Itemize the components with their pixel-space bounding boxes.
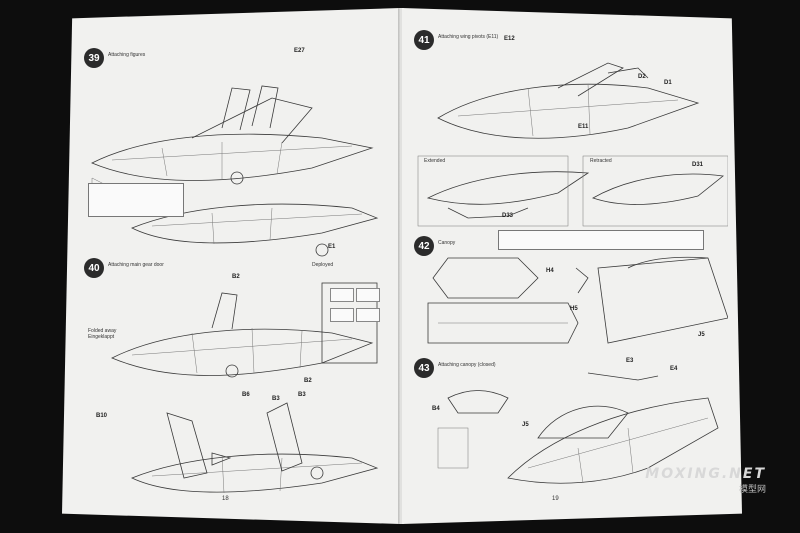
part-label-h4: H4 (546, 268, 554, 274)
step-40-inset-4 (356, 308, 380, 322)
part-label-d31: D31 (692, 162, 704, 168)
part-label-e11: E11 (578, 124, 589, 130)
part-label-d1: D1 (664, 80, 672, 86)
step-39-badge: 39 (84, 48, 104, 68)
panel-label-retracted: Retracted (590, 158, 612, 164)
step-40-badge: 40 (84, 258, 104, 278)
step-40-inset-1 (330, 288, 354, 302)
part-label-d2: D2 (638, 74, 646, 80)
step-40-deployed-label: Deployed (312, 262, 334, 268)
part-label-b6: B6 (242, 392, 250, 398)
part-label-b3: B3 (272, 396, 280, 402)
part-label-e3: E3 (626, 358, 634, 364)
part-label-b2-second: B2 (304, 378, 312, 384)
part-label-j5-second: J5 (522, 422, 529, 428)
right-page: 41 Attaching wing pivots (E11) Extended … (402, 8, 742, 524)
step-42-note-box (498, 230, 704, 250)
step-40-caption: Attaching main gear door (108, 262, 164, 268)
step-39-caption: Attaching figures (108, 52, 146, 58)
instruction-booklet: 39 Attaching figures E27 E1 40 Attaching… (62, 8, 742, 524)
part-label-j5: J5 (698, 332, 705, 338)
part-label-e4: E4 (670, 366, 678, 372)
step-40-inset-3 (330, 308, 354, 322)
part-label-e1: E1 (328, 244, 336, 250)
watermark-subtext: 模型网 (738, 485, 766, 495)
step-41-badge: 41 (414, 30, 434, 50)
part-label-b3-second: B3 (298, 392, 306, 398)
step-39-diagram (91, 85, 379, 257)
part-label-b10: B10 (96, 413, 108, 419)
left-page: 39 Attaching figures E27 E1 40 Attaching… (62, 8, 400, 524)
step-43-diagram (437, 372, 719, 484)
step-42-diagram (427, 256, 728, 344)
part-label-b2: B2 (232, 274, 240, 280)
watermark-text: MOXING.NET (645, 466, 766, 482)
page-number-right: 19 (552, 496, 559, 502)
step-40-folded-label-de: Eingeklappt (88, 334, 115, 340)
step-39-note-box (88, 183, 184, 217)
booklet-spine (398, 8, 404, 524)
step-42-badge: 42 (414, 236, 434, 256)
part-label-h5: H5 (570, 306, 578, 312)
part-label-b4: B4 (432, 406, 440, 412)
page-number-left: 18 (222, 496, 229, 502)
part-label-e12: E12 (504, 36, 515, 42)
step-40-inset-2 (356, 288, 380, 302)
step-41-caption: Attaching wing pivots (E11) (438, 34, 499, 40)
part-label-e27: E27 (294, 48, 305, 54)
watermark: MOXING.NET 模型网 (645, 466, 766, 495)
step-42-caption: Canopy (438, 240, 456, 246)
step-40-diagram (111, 282, 379, 494)
step-41-diagram (417, 62, 728, 227)
step-43-badge: 43 (414, 358, 434, 378)
part-label-d33: D33 (502, 213, 514, 219)
panel-label-extended: Extended (424, 158, 446, 164)
step-43-caption: Attaching canopy (closed) (438, 362, 496, 368)
step-40-folded-label: Folded away (88, 328, 117, 334)
